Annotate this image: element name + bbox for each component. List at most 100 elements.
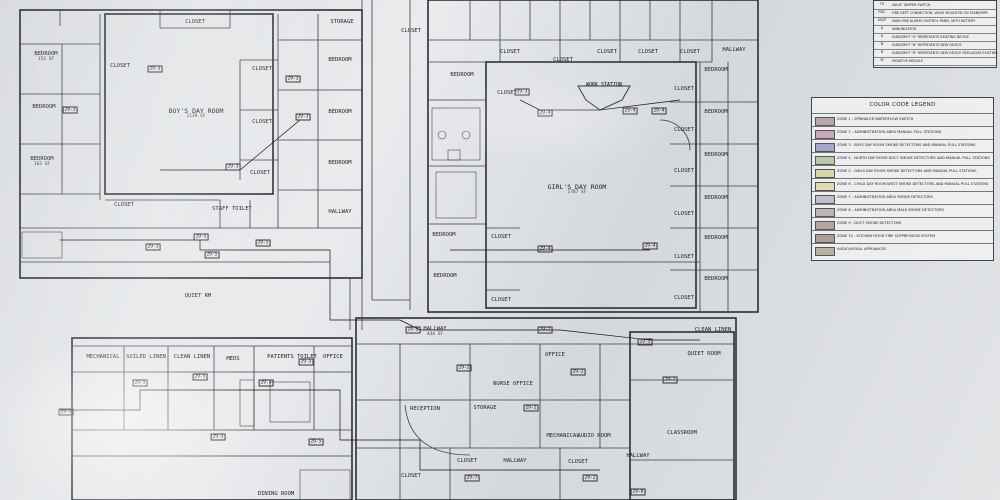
room-area: 2119 SF [186,114,206,119]
room-label: CLOSET [680,49,700,55]
walls-light [20,0,758,500]
room-label: CLOSET [252,119,272,125]
room-label: CLOSET [491,297,511,303]
room-label: RECEPTION [410,406,440,412]
legend-row: ZONE 1 - SPRINKLER WATERFLOW SWITCH [812,113,993,127]
room-name: BEDROOM [32,104,56,110]
room-label: CLOSET [491,234,511,240]
room-label: CLOSET [674,211,694,217]
symbol-key: FDC [878,10,886,14]
room-label: BEDROOM [704,67,727,73]
room-name: CLOSET [674,211,694,217]
device-zone-tag: 29-2 [570,368,586,376]
legend-label: ZONE 4 - NORTH DAY ROOM DUCT SMOKE DETEC… [837,156,990,160]
device-zone-tag: 29-5 [192,373,208,381]
room-name: CLOSET [674,86,694,92]
room-name: BEDROOM [328,160,352,166]
device-zone-tag: 29-5 [255,239,271,247]
room-name: MECHANICAL [86,354,120,360]
device-zone-tag: 29-2 [637,338,653,346]
room-label: BEDROOM [704,276,727,282]
legend-row: ZONE 2 - ADMINISTRATION AREA MANUAL PULL… [812,126,993,140]
legend-row: ZONE 5 - GIRLS DAY ROOM SMOKE DETECTORS … [812,165,993,179]
legend-label: AUDIO/VISUAL APPLIANCES [837,247,887,251]
device-zone-tag: 29-4 [622,107,638,115]
legend-label: ZONE 3 - BOYS DAY ROOM SMOKE DETECTORS A… [837,143,976,147]
legend-swatch [815,142,835,152]
color-code-legend: COLOR CODE LEGEND ZONE 1 - SPRINKLER WAT… [811,97,994,261]
room-label: PATIENTS TOILET [267,354,317,360]
legend-label: ZONE 9 - DUCT SMOKE DETECTORS [837,221,902,225]
symbol-description: FIRE DEPT CONNECTION, VALVE MOUNTED ON S… [892,11,988,15]
room-label: BEDROOM [328,160,351,166]
classroom-block-outline [629,331,735,500]
device-zone-tag: 29-5 [204,251,220,259]
legend-label: ZONE 1 - SPRINKLER WATERFLOW SWITCH [837,117,914,121]
room-name: HALLWAY [626,453,650,459]
room-label: CLASSROOM [667,430,697,436]
room-label: BEDROOM [704,235,727,241]
boys-day-room-outline [104,13,274,195]
room-label: CLOSET [597,49,617,55]
room-label: BEDROOM [32,104,55,110]
room-name: OFFICE [323,354,343,360]
device-zone-tag: 29-5 [132,379,148,387]
legend-swatch [815,220,835,230]
room-name: CLOSET [674,168,694,174]
room-name: STORAGE [473,405,497,411]
room-name: CLOSET [457,458,477,464]
room-label: SOILED LINEN [126,354,166,360]
room-name: BEDROOM [433,273,457,279]
legend-label: ZONE 10 - KITCHEN HOOD FIRE SUPPRESSION … [837,234,936,238]
admin-block-outline [355,317,737,500]
device-zone-tag: 29-2 [537,326,553,334]
room-name: CLOSET [250,170,270,176]
room-label: HALLWAY [722,47,745,53]
room-label: STORAGE [330,19,353,25]
room-label: CLOSET [674,127,694,133]
room-name: CLOSET [491,297,511,303]
work-station-label: WORK STATION [585,82,623,88]
device-zone-tag: 29-3 [145,243,161,251]
room-name: QUIET ROOM [687,351,721,357]
room-label: CLOSET [185,19,205,25]
room-label: CLOSET [674,168,694,174]
legend-row: ZONE 7 - ADMINISTRATION AREA SMOKE DETEC… [812,191,993,205]
legend-label: ZONE 6 - CHILD DAY ROOM WEST SMOKE DETEC… [837,182,989,186]
legend-row: ZONE 10 - KITCHEN HOOD FIRE SUPPRESSION … [812,230,993,244]
symbol-key: R [880,50,884,54]
room-area: 444 SF [426,332,444,337]
room-name: HALLWAY [722,47,746,53]
legend-row: ZONE 8 - ADMINISTRATION AREA MALE SMOKE … [812,204,993,218]
room-label: OFFICE [545,352,565,358]
room-name: STAFF TOILET [212,206,252,212]
legend-label: ZONE 8 - ADMINISTRATION AREA MALE SMOKE … [837,208,944,212]
room-name: STORAGE [330,19,354,25]
room-label: CLOSET [638,49,658,55]
room-label: MECHANICAL [86,354,119,360]
symbol-description: SUBSCRIPT "X" REPRESENTS EXISTING DEVICE [892,35,969,39]
room-name: MECHANICAL [546,433,580,439]
legend-label: ZONE 7 - ADMINISTRATION AREA SMOKE DETEC… [837,195,933,199]
symbol-row: FDC FIRE DEPT CONNECTION, VALVE MOUNTED O… [874,9,996,18]
room-name: BEDROOM [704,152,728,158]
symbol-description: MONITOR MODULE [892,59,924,63]
device-zone-tag: 29-4 [537,245,553,253]
room-name: BEDROOM [450,72,474,78]
room-name: SOILED LINEN [126,354,166,360]
room-name: BEDROOM [704,276,728,282]
room-name: HALLWAY [328,209,352,215]
room-name: BEDROOM [704,235,728,241]
device-zone-tag: 29-3 [62,106,78,114]
room-label: CLOSET [457,458,477,464]
room-label: CLEAN LINEN [695,327,731,333]
room-label: CLOSET [553,57,573,63]
